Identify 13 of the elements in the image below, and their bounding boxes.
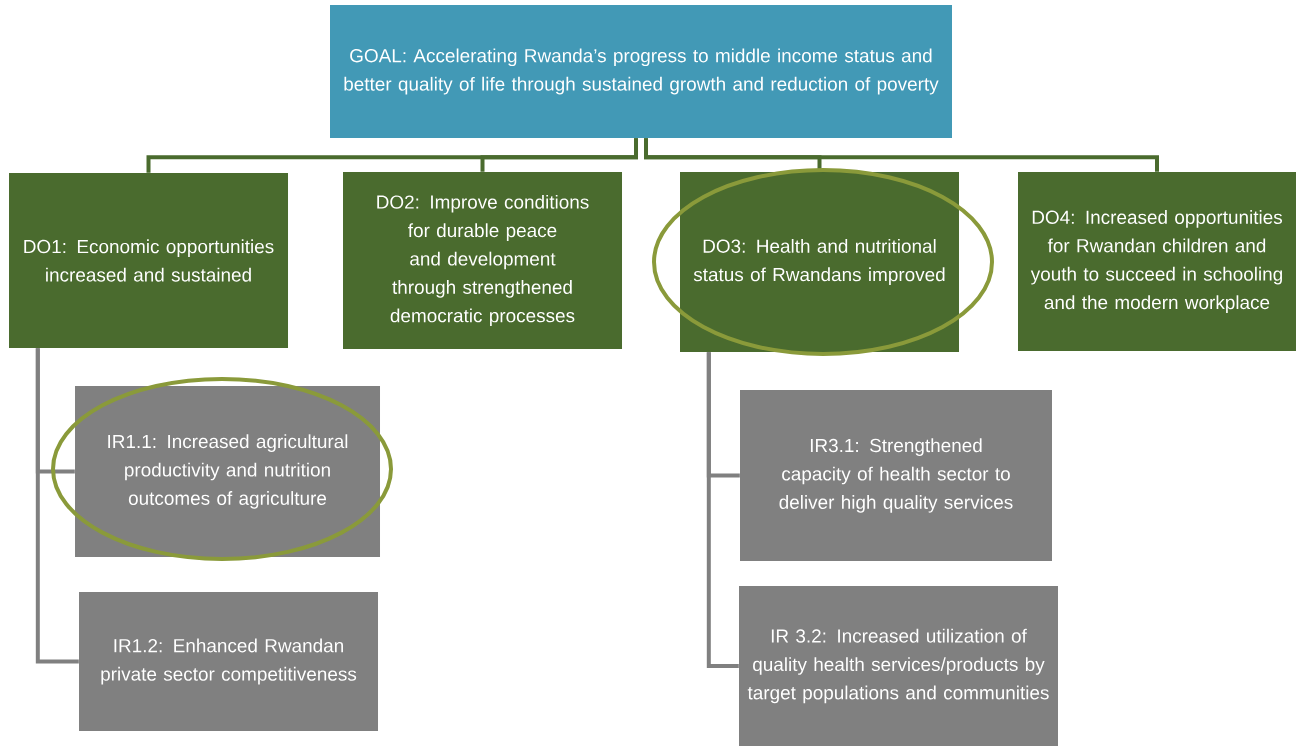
result-box: IR1.2: Enhanced Rwandan private sector competitiveness [79,592,378,731]
connector-line [706,352,739,668]
objective-box: DO2: Improve conditions for durable peace and development through strengthened democratic processes [343,172,622,349]
objective-box: DO1: Economic opportunities increased and sustained [9,173,288,348]
connector-line [644,138,1159,172]
result-box: IR 3.2: Increased utilization of quality health services/products by target populations and communities [739,586,1058,746]
result-box: IR3.1: Strengthened capacity of health sector to deliver high quality services [740,390,1052,561]
objective-box: DO3: Health and nutritional status of Rwandans improved [680,172,959,352]
objective-box: DO4: Increased opportunities for Rwandan children and youth to succeed in schooling and the modern workplace [1018,172,1296,351]
connector-line [480,138,638,172]
connector-line [35,348,79,664]
goal-box: GOAL: Accelerating Rwanda’s progress to middle income status and better quality of life through sustained growth and reduction of poverty [330,5,952,138]
result-box: IR1.1: Increased agricultural productivity and nutrition outcomes of agriculture [75,386,380,557]
